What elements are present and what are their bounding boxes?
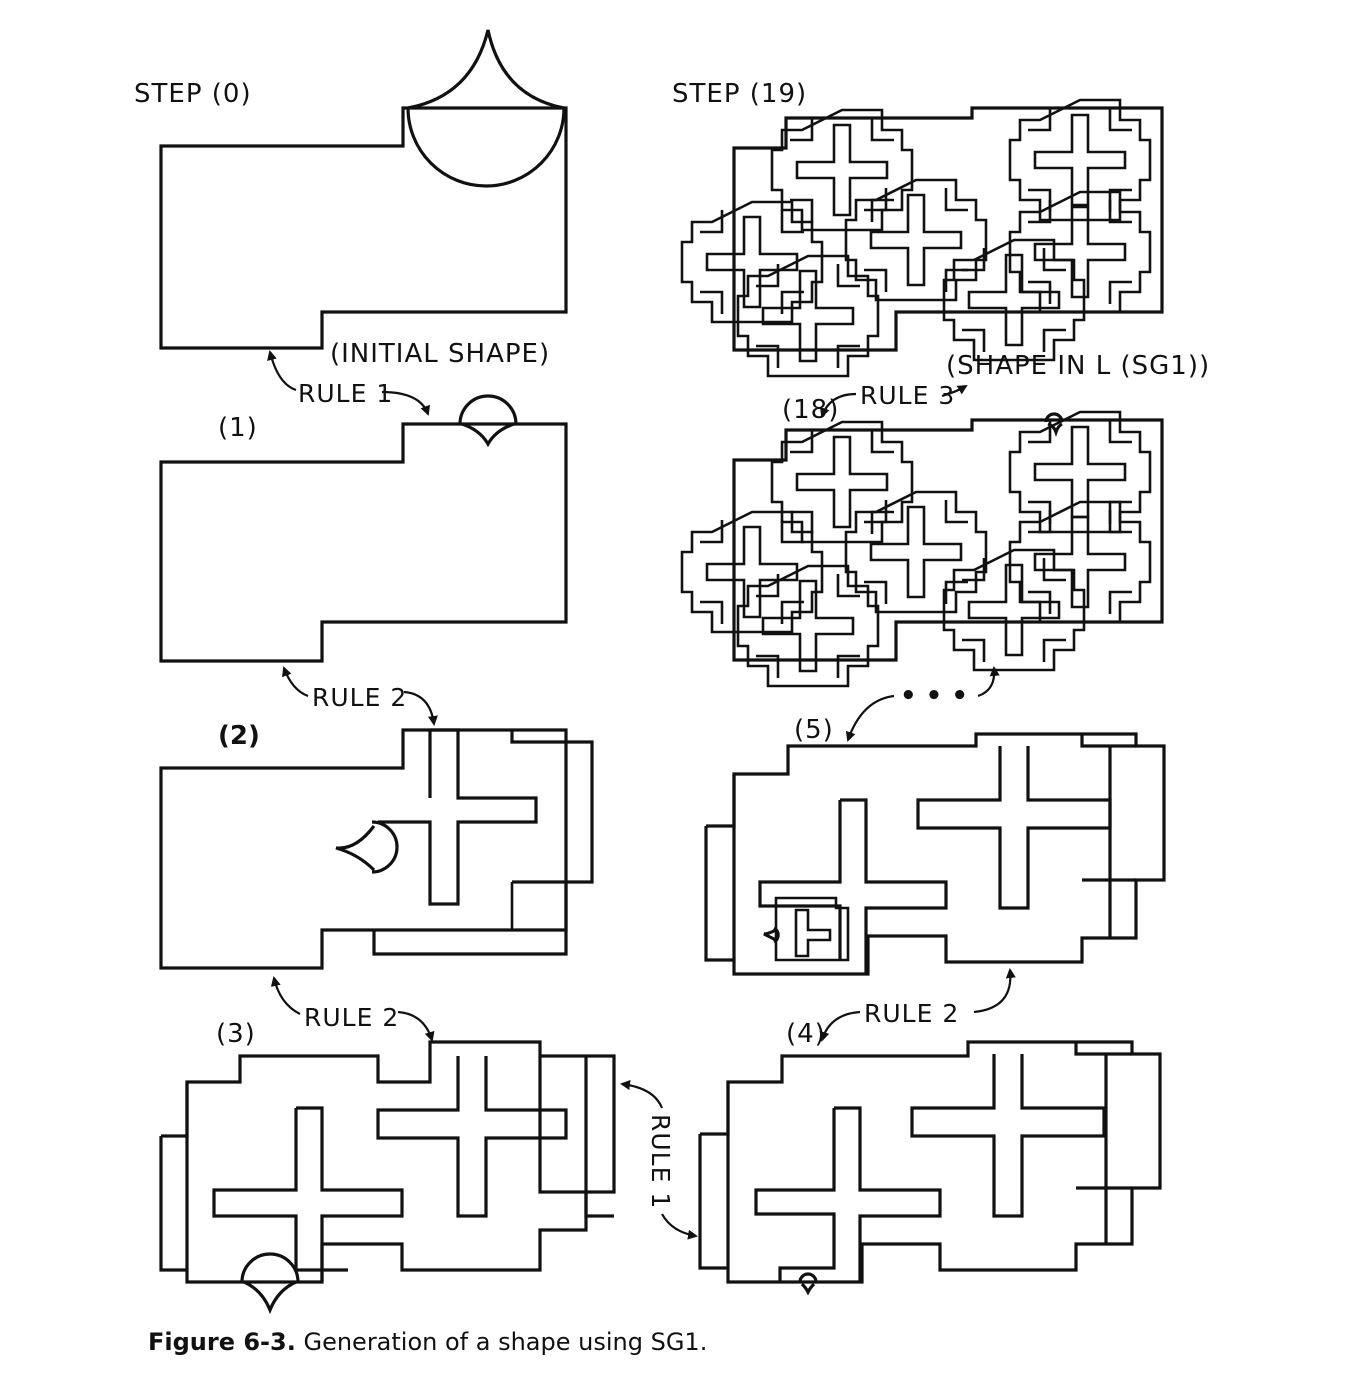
step-18-marker	[1044, 412, 1064, 438]
rule-2-label-b: RULE 2	[304, 1003, 399, 1032]
rule-1-vertical-annotation: RULE 1	[620, 1080, 698, 1240]
step-3-group: (3)	[159, 1019, 616, 1315]
step-2-marker	[335, 820, 399, 874]
step-5-outline	[732, 732, 1166, 976]
step-0-group: STEP (0) (INITIAL SHAPE)	[134, 29, 568, 369]
step-5-cross-left	[758, 798, 948, 974]
rule-2-annotation-c: RULE 2	[819, 968, 1016, 1042]
rule-1-annotation: RULE 1	[267, 350, 430, 416]
step-1-group: (1)	[159, 394, 568, 663]
step-3-cross-left	[212, 1106, 404, 1282]
step-5-marker	[763, 926, 780, 944]
step-2-shape	[159, 728, 568, 970]
rule-1-vertical-label: RULE 1	[646, 1114, 675, 1209]
rule-2-label-a: RULE 2	[312, 683, 407, 712]
step-4-group: (4)	[698, 1019, 1162, 1296]
rule-2-annotation-b: RULE 2	[270, 976, 435, 1042]
step-3-outline	[185, 1040, 616, 1284]
step-5-group: (5)	[704, 715, 1166, 976]
step-19-label: STEP (19)	[672, 79, 807, 109]
caption-text: Figure 6-3. Generation of a shape using …	[148, 1328, 707, 1356]
step-4-label: (4)	[786, 1019, 826, 1049]
step-2-overlay	[372, 730, 594, 956]
step-18-outline	[732, 418, 1164, 662]
step-4-marker	[798, 1272, 818, 1296]
caption-body: Generation of a shape using SG1.	[296, 1328, 707, 1356]
step-5-label: (5)	[794, 715, 834, 745]
step-18-label: (18)	[782, 395, 839, 425]
step-3-marker	[240, 1252, 300, 1315]
step-0-shape	[159, 106, 568, 350]
step-3-outline-b	[159, 1056, 614, 1272]
step-2-cross	[378, 728, 538, 906]
step-5-inset	[774, 896, 850, 962]
step-0-marker	[406, 29, 566, 188]
step-1-shape	[159, 422, 568, 663]
rule-3-annotation: RULE 3	[820, 381, 968, 418]
rule-3-label: RULE 3	[860, 381, 955, 410]
step-3-label: (3)	[216, 1019, 256, 1049]
figure-caption: Figure 6-3. Generation of a shape using …	[148, 1328, 707, 1356]
step-19-outline	[732, 106, 1164, 352]
caption-label: Figure 6-3.	[148, 1328, 296, 1356]
ellipsis-annotation: • • •	[845, 666, 1000, 742]
step-2-group: (2)	[159, 721, 594, 970]
rule-2-annotation-a: RULE 2	[282, 666, 438, 726]
step-4-cross-left	[754, 1106, 942, 1282]
step-3-cross-right	[376, 1056, 568, 1218]
step-5-cross-right	[916, 746, 1112, 910]
step-0-label: STEP (0)	[134, 79, 252, 109]
shape-in-l-label: (SHAPE IN L (SG1))	[946, 351, 1210, 381]
rule-2-label-c: RULE 2	[864, 999, 959, 1028]
step-4-outline-b	[698, 1042, 1132, 1270]
step-19-group: STEP (19) (SHAPE IN L (SG1))	[672, 79, 1210, 381]
step-1-label: (1)	[218, 413, 258, 443]
step-2-label: (2)	[218, 721, 260, 751]
step-5-outline-b	[704, 734, 1136, 962]
ellipsis-dots: • • •	[900, 681, 968, 711]
step-1-marker	[458, 394, 518, 448]
step-2-overlay-b	[510, 740, 568, 930]
step-4-cross-right	[910, 1054, 1106, 1218]
step-4-outline	[726, 1040, 1162, 1284]
rule-1-label: RULE 1	[298, 379, 393, 408]
initial-shape-label: (INITIAL SHAPE)	[330, 339, 550, 369]
step-18-group: (18)	[680, 395, 1164, 688]
